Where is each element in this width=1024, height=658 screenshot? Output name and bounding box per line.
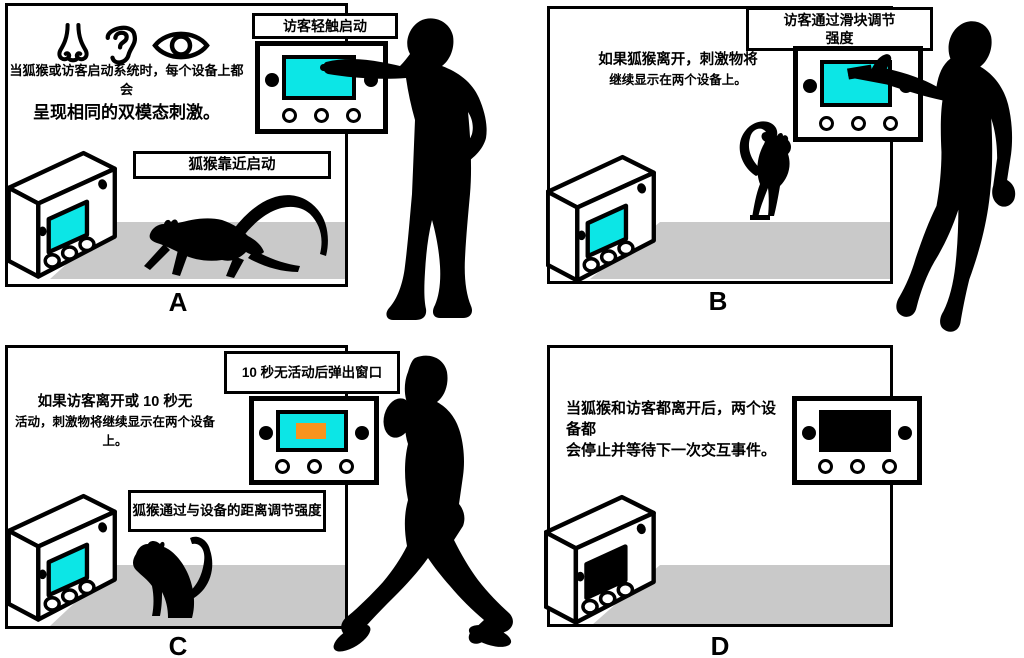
sensor-dot-left xyxy=(802,78,817,93)
floor-label-a-text: 狐猴靠近启动 xyxy=(188,156,276,173)
caption-d: 当狐猴和访客都离开后，两个设备都 会停止并等待下一次交互事件。 xyxy=(566,397,786,460)
caption-c: 如果访客离开或 10 秒无 活动，刺激物将继续显示在两个设备上。 xyxy=(8,390,222,449)
device-button xyxy=(849,459,865,475)
caption-a-line1: 当狐猴或访客启动系统时，每个设备上都会 xyxy=(9,63,244,97)
sensor-dot-right xyxy=(355,426,370,441)
wall-device-d xyxy=(792,396,922,485)
wall-label-b-line2: 强度 xyxy=(825,30,854,46)
device-button xyxy=(881,459,897,475)
caption-c-line2: 活动，刺激物将继续显示在两个设备上。 xyxy=(14,415,215,448)
wall-label-a: 访客轻触启动 xyxy=(252,13,398,39)
caption-b-line2: 继续显示在两个设备上。 xyxy=(609,73,747,87)
panel-letter-a: A xyxy=(168,287,188,317)
ear-icon xyxy=(105,25,137,65)
device-button xyxy=(818,115,834,131)
sensor-dot-right xyxy=(898,426,913,441)
lemur-standing-silhouette xyxy=(739,121,791,220)
caption-d-line1: 当狐猴和访客都离开后，两个设备都 xyxy=(566,400,777,438)
panel-letter-c: C xyxy=(168,631,188,658)
device-buttons xyxy=(260,108,383,124)
caption-a-line2: 呈现相同的双模态刺激。 xyxy=(33,103,220,122)
device-button xyxy=(338,459,354,475)
wall-label-c: 10 秒无活动后弹出窗口 xyxy=(224,351,400,394)
wall-screen-c xyxy=(275,409,348,453)
lemur-walking-silhouette xyxy=(144,195,328,278)
visitor-leaving-silhouette xyxy=(333,355,513,652)
caption-b: 如果狐猴离开，刺激物将 继续显示在两个设备上。 xyxy=(578,48,778,88)
lemur-sitting-silhouette xyxy=(133,536,213,618)
device-button xyxy=(314,108,329,124)
device-button xyxy=(306,459,322,475)
visitor-pointing-silhouette xyxy=(846,21,1016,332)
wall-screen-b xyxy=(819,60,892,107)
caption-a: 当狐猴或访客启动系统时，每个设备上都会 呈现相同的双模态刺激。 xyxy=(8,60,245,123)
wall-label-c-text: 10 秒无活动后弹出窗口 xyxy=(241,364,383,380)
device-button xyxy=(346,108,361,124)
floor-device-a xyxy=(7,150,117,279)
floor-label-c: 狐猴通过与设备的距离调节强度 xyxy=(128,490,326,532)
nose-icon xyxy=(57,22,89,63)
caption-b-line1: 如果狐猴离开，刺激物将 xyxy=(598,52,758,68)
panel-letter-b: B xyxy=(708,286,728,316)
wall-screen-d-off xyxy=(818,409,891,453)
floor-label-c-text: 狐猴通过与设备的距离调节强度 xyxy=(132,503,322,519)
floor-device-b xyxy=(546,154,656,283)
panel-d xyxy=(547,345,893,627)
sensor-dot-left xyxy=(264,72,279,87)
wall-label-b-line1: 访客通过滑块调节 xyxy=(783,11,896,28)
device-button xyxy=(274,459,290,475)
wall-device-a xyxy=(255,41,388,134)
device-buttons xyxy=(254,459,374,475)
floor-label-a: 狐猴靠近启动 xyxy=(133,151,331,179)
eye-icon xyxy=(152,31,210,60)
visitor-touching-silhouette xyxy=(320,18,487,321)
caption-d-line2: 会停止并等待下一次交互事件。 xyxy=(566,442,777,459)
device-button xyxy=(850,115,866,131)
wall-label-a-text: 访客轻触启动 xyxy=(283,17,367,34)
popup-window xyxy=(296,423,327,439)
sensor-dot-left xyxy=(801,426,816,441)
sensor-dot-left xyxy=(258,426,273,441)
floor-device-d xyxy=(544,494,656,625)
device-button xyxy=(817,459,833,475)
device-buttons xyxy=(797,459,917,475)
device-button xyxy=(282,108,297,124)
panel-letter-d: D xyxy=(710,631,730,658)
floor-device-c xyxy=(7,493,117,622)
caption-c-line1: 如果访客离开或 10 秒无 xyxy=(37,394,193,410)
wall-device-c xyxy=(249,396,379,485)
device-buttons xyxy=(798,115,918,131)
device-button xyxy=(882,115,898,131)
